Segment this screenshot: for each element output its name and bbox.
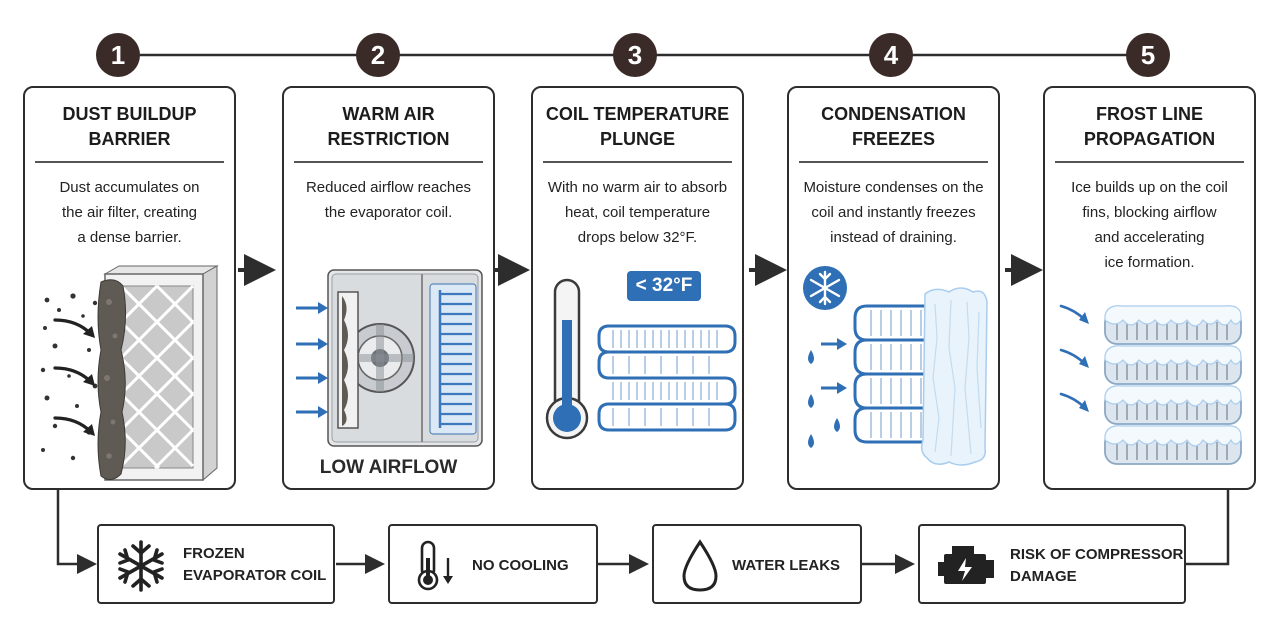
iced-coil-fins-icon [1059, 304, 1242, 465]
outcome-label: WATER LEAKS [732, 557, 841, 574]
outcome-no-cooling: NO COOLING [388, 524, 598, 604]
step-description: With no warm air to absorb heat, coil te… [547, 179, 728, 246]
outcome-frozen-coil: FROZEN EVAPORATOR COIL [97, 524, 335, 604]
outcome-label: FROZEN EVAPORATOR COIL [183, 545, 327, 584]
step-number-3: 3 [613, 33, 657, 77]
step-card-4: CONDENSATION FREEZES Moisture condenses … [787, 86, 1000, 490]
step-card-2: WARM AIR RESTRICTION Reduced airflow rea… [282, 86, 495, 490]
water-drop-icon [682, 539, 718, 592]
hvac-unit-restricted-airflow-icon [296, 269, 483, 447]
step-title: DUST BUILDUP BARRIER [62, 104, 197, 149]
freezing-coil-icon [803, 266, 988, 466]
step-number-2: 2 [356, 33, 400, 77]
step-card-3: COIL TEMPERATURE PLUNGE With no warm air… [531, 86, 744, 490]
step-title: FROST LINE PROPAGATION [1083, 104, 1216, 149]
step-card-5: FROST LINE PROPAGATION Ice builds up on … [1043, 86, 1256, 490]
low-airflow-caption: LOW AIRFLOW [319, 457, 458, 478]
snowflake-icon [803, 266, 847, 310]
step-description: Ice builds up on the coil fins, blocking… [1071, 179, 1228, 271]
divider [1055, 161, 1244, 163]
outcome-compressor-damage: RISK OF COMPRESSOR DAMAGE [918, 524, 1186, 604]
snowflake-icon [118, 540, 164, 592]
step-title: WARM AIR RESTRICTION [327, 104, 450, 149]
outcome-water-leaks: WATER LEAKS [652, 524, 862, 604]
outcome-connector-right [1186, 490, 1230, 566]
step-description: Dust accumulates on the air filter, crea… [59, 179, 200, 246]
step-number-1: 1 [96, 33, 140, 77]
engine-warning-icon [938, 546, 994, 584]
outcome-label: RISK OF COMPRESSOR DAMAGE [1010, 546, 1184, 585]
divider [799, 161, 988, 163]
step-description: Reduced airflow reaches the evaporator c… [305, 179, 472, 221]
step-description: Moisture condenses on the coil and insta… [803, 179, 984, 246]
divider [35, 161, 224, 163]
thermometer-cold-coil-icon [545, 278, 737, 440]
temperature-badge: < 32°F [627, 271, 701, 301]
divider [294, 161, 483, 163]
divider [543, 161, 732, 163]
thermometer-down-icon [417, 540, 453, 591]
step-title: CONDENSATION FREEZES [821, 104, 966, 149]
step-number-4: 4 [869, 33, 913, 77]
step-number-5: 5 [1126, 33, 1170, 77]
step-card-1: DUST BUILDUP BARRIER Dust accumulates on… [23, 86, 236, 490]
step-title: COIL TEMPERATURE PLUNGE [545, 104, 730, 149]
outcome-connector-left [56, 490, 97, 574]
outcome-label: NO COOLING [472, 557, 569, 574]
dirty-air-filter-icon [40, 265, 219, 482]
